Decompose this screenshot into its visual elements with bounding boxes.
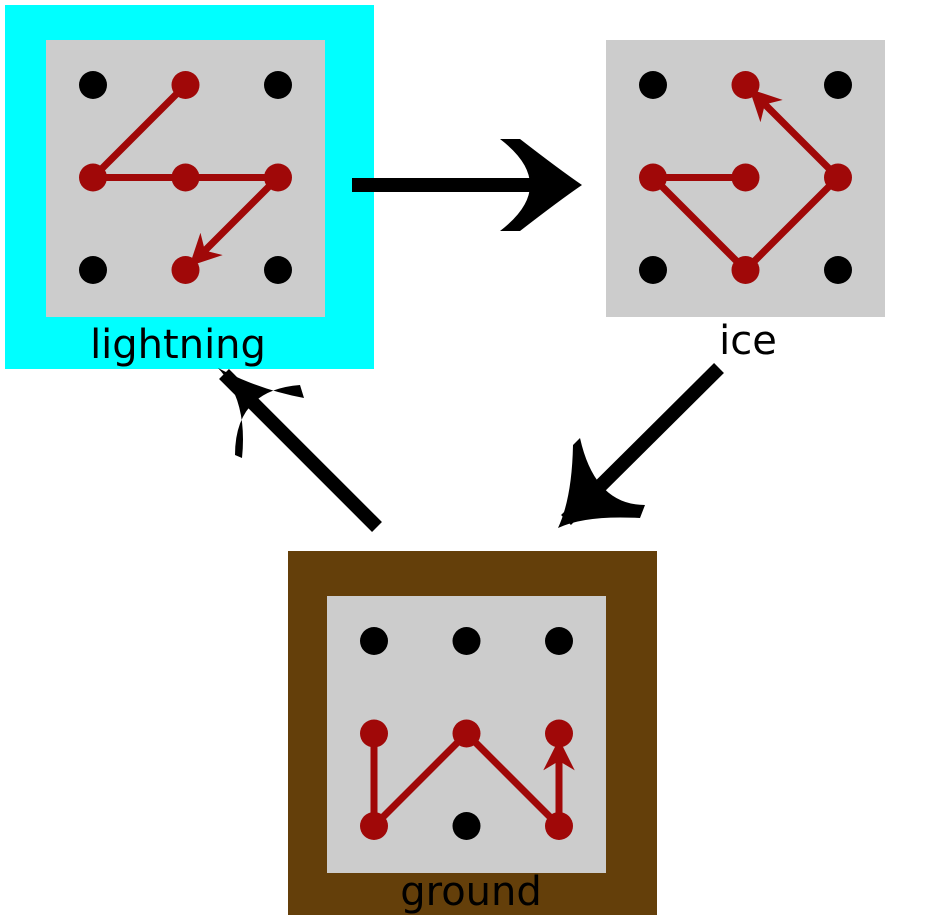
ice-path-segment [650,175,748,273]
ground-grid-dot [452,812,481,840]
ground-dot-grid [360,627,575,840]
ice-dot-grid [639,71,852,284]
ice-grid-dot [639,71,667,99]
ground-active-dot [545,719,573,748]
ground-grid-dot [545,627,573,655]
ice-active-dot [731,256,760,284]
ice-grid-dot [824,256,852,284]
lightning-dot-grid [79,71,292,284]
ice-active-dot [731,71,760,99]
lightning-grid-dot [264,71,292,99]
ground-active-dot [452,719,481,748]
ice-active-dot [731,163,760,192]
ground-active-dot [545,812,573,840]
lightning-active-dot [264,163,292,192]
arrow-ground-to-lightning [218,368,382,532]
ice-path-segment [749,88,841,180]
lightning-grid-dot [79,256,107,284]
ground-active-dot [360,812,388,840]
lightning-path-segment [189,175,281,267]
ground-active-dot [360,719,388,748]
ice-active-dot [824,163,852,192]
lightning-active-dot [79,163,107,192]
lightning-grid-dot [79,71,107,99]
lightning-panel: lightning [5,5,374,369]
ground-panel: ground [288,551,657,915]
lightning-active-dot [171,71,200,99]
lightning-active-dot [171,163,200,192]
ice-grid-dot [639,256,667,284]
ice-grid-dot [824,71,852,99]
arrow-lightning-to-ice [352,139,582,231]
ice-path-segment [743,175,841,273]
ground-grid-dot [452,627,481,655]
lightning-grid-dot [264,256,292,284]
ground-grid-dot [360,627,388,655]
lightning-active-dot [171,256,200,284]
lightning-label: lightning [90,322,266,368]
arrow-ice-to-ground [558,363,724,528]
ground-path-segment [371,731,469,829]
ground-path-segment [464,731,562,829]
ice-label: ice [719,318,777,364]
lightning-path-segment [90,82,188,180]
ice-active-dot [639,163,667,192]
ground-label: ground [400,869,542,915]
ice-panel: ice [606,40,885,364]
